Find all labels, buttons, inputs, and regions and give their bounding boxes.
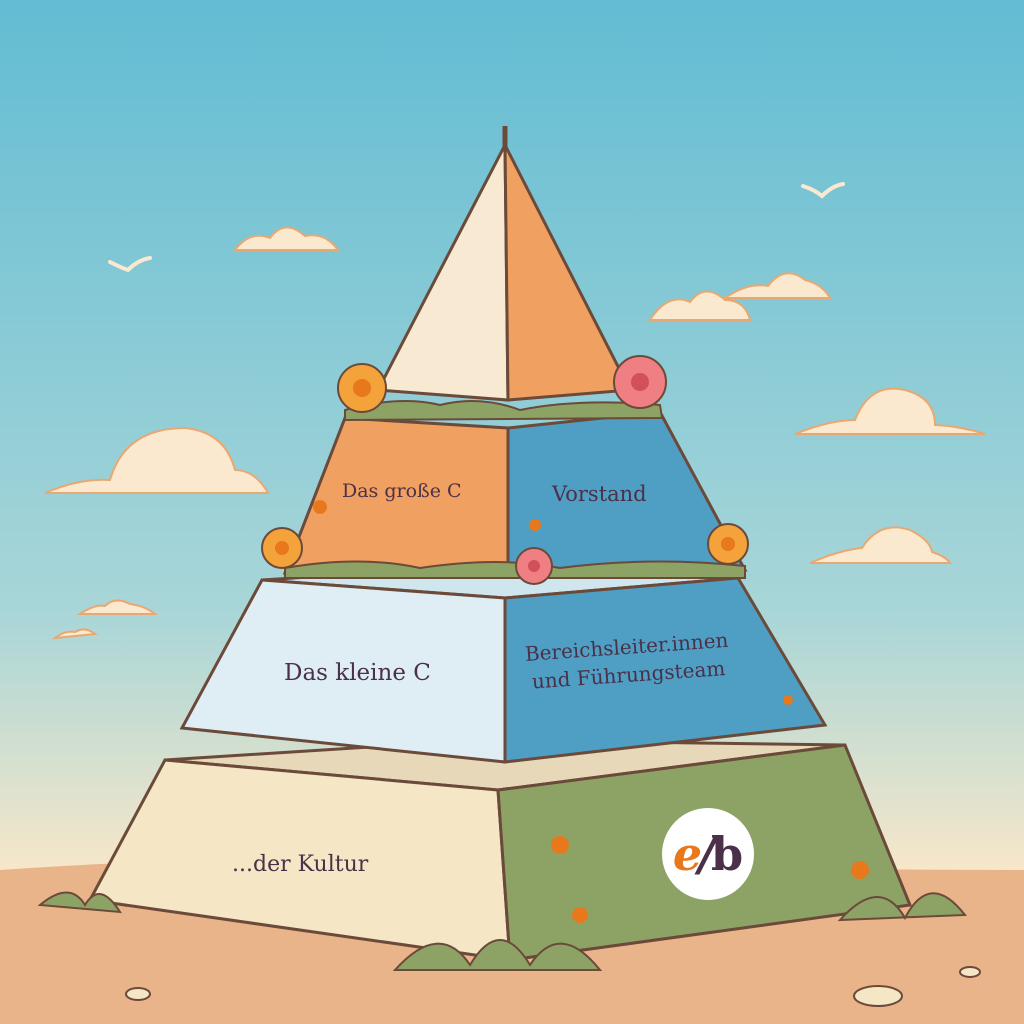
- flower-icon: [613, 355, 667, 409]
- cloud: [232, 226, 340, 251]
- cloud: [648, 290, 752, 321]
- flower-icon: [261, 527, 303, 569]
- flower-icon: [707, 523, 749, 565]
- logo-letter-b: b: [710, 827, 744, 881]
- cloud: [76, 599, 158, 615]
- logo-slash: /: [698, 827, 715, 881]
- cloud: [51, 628, 98, 640]
- cloud: [721, 272, 832, 299]
- grass-band: [344, 400, 664, 422]
- label-vorstand: Vorstand: [552, 482, 647, 506]
- pebble: [125, 987, 151, 1001]
- plant-icon: [392, 939, 603, 971]
- eb-logo: e / b: [662, 808, 754, 900]
- cloud: [44, 426, 270, 494]
- decor-dot: [313, 500, 327, 514]
- apex-right-face: [503, 144, 633, 402]
- decor-dot: [551, 836, 569, 854]
- cloud: [809, 526, 952, 564]
- cloud: [794, 387, 986, 435]
- decor-dot: [783, 695, 793, 705]
- decor-dot: [529, 519, 541, 531]
- logo-letter-e: e: [672, 827, 703, 881]
- label-das-grosse-c: Das große C: [342, 480, 462, 502]
- bird-icon: [108, 256, 152, 273]
- plant-icon: [837, 892, 967, 922]
- tier-3-right-face: [503, 576, 828, 764]
- bird-icon: [801, 182, 845, 199]
- plant-icon: [37, 891, 122, 914]
- label-der-kultur: ...der Kultur: [232, 852, 369, 877]
- label-das-kleine-c: Das kleine C: [284, 660, 431, 686]
- grass-band: [284, 560, 746, 579]
- pebble: [959, 966, 981, 978]
- decor-dot: [572, 907, 588, 923]
- pebble: [853, 985, 903, 1007]
- decor-dot: [851, 861, 869, 879]
- flower-icon: [337, 363, 387, 413]
- flower-icon: [515, 547, 553, 585]
